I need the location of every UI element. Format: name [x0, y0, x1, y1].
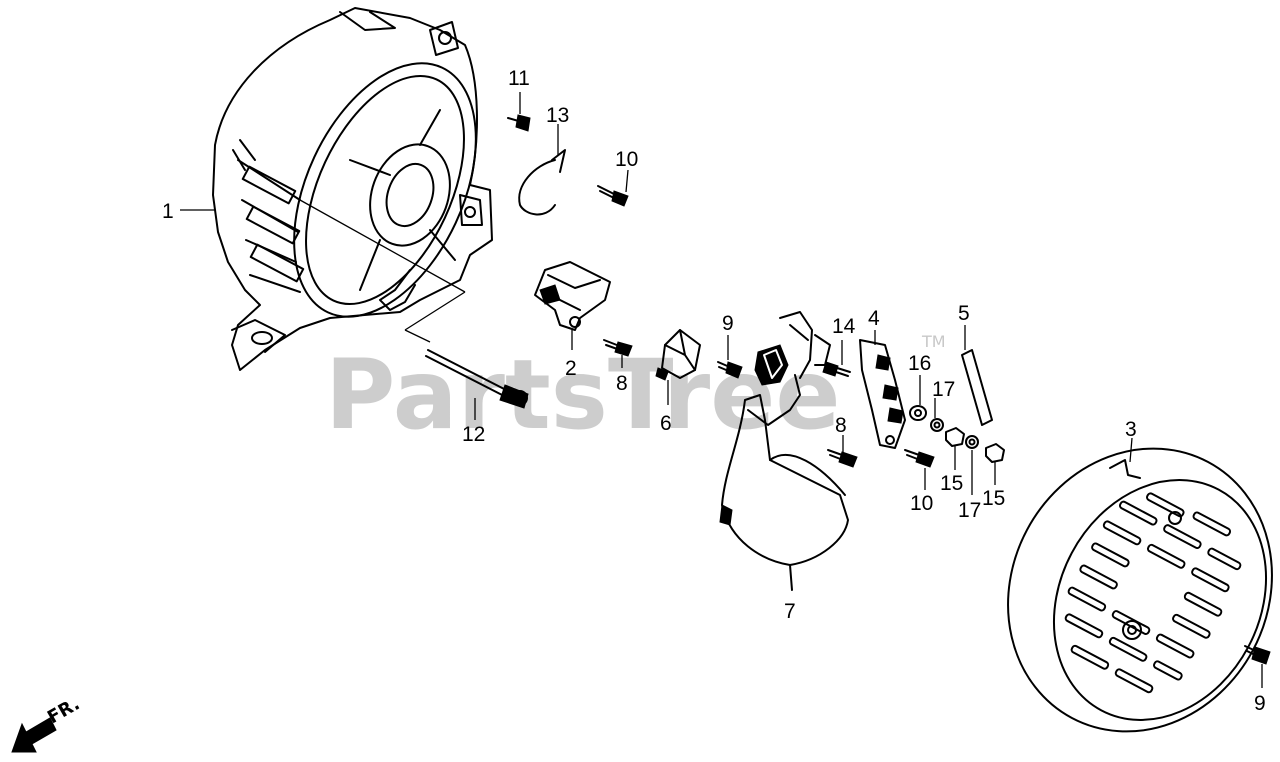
callout-labels: 1 11 13 10 2 8 6 9 12 14 4 5 16 17 8 15 … — [162, 67, 1266, 715]
watermark: PartsTree TM — [325, 332, 946, 451]
watermark-trademark: TM — [921, 332, 946, 351]
part-8-screw-left[interactable] — [603, 339, 633, 357]
part-10-screw-top[interactable] — [597, 185, 629, 207]
callout-17-a: 17 — [932, 378, 955, 401]
part-8-screw-right[interactable] — [827, 449, 858, 468]
part-1-housing[interactable] — [212, 7, 513, 371]
part-14-screw[interactable] — [822, 361, 851, 377]
part-6-module[interactable] — [655, 329, 701, 381]
part-13-clip[interactable] — [518, 149, 566, 216]
callout-6: 6 — [660, 412, 672, 435]
part-2-bracket[interactable] — [534, 261, 611, 331]
watermark-text: PartsTree — [325, 339, 840, 451]
callout-15-b: 15 — [982, 487, 1005, 510]
part-9-screw-bottom[interactable] — [1244, 645, 1271, 665]
leader-lines — [180, 92, 1263, 688]
callout-10-right: 10 — [910, 492, 933, 515]
callout-8-right: 8 — [835, 414, 847, 437]
callout-2: 2 — [565, 357, 577, 380]
callout-17-b: 17 — [958, 499, 981, 522]
part-15-nut-a[interactable] — [945, 427, 965, 447]
callout-16: 16 — [908, 352, 931, 375]
part-10-screw-right[interactable] — [904, 449, 935, 468]
part-9-screw-middle[interactable] — [717, 361, 743, 379]
callout-15-a: 15 — [940, 472, 963, 495]
part-17-washer-b[interactable] — [965, 435, 979, 449]
part-16-washer[interactable] — [909, 405, 927, 421]
part-7-harness-cover[interactable] — [719, 311, 849, 591]
arrow-down-left-icon — [11, 717, 57, 753]
callout-3: 3 — [1125, 418, 1137, 441]
callout-12: 12 — [462, 423, 485, 446]
callout-9-middle: 9 — [722, 312, 734, 335]
callout-7: 7 — [784, 600, 796, 623]
callout-9-bottom: 9 — [1254, 692, 1266, 715]
callout-1: 1 — [162, 200, 174, 223]
callout-10-top: 10 — [615, 148, 638, 171]
part-12-bolt[interactable] — [299, 199, 529, 409]
part-3-cover[interactable] — [959, 402, 1280, 762]
callout-13: 13 — [546, 104, 569, 127]
part-15-nut-b[interactable] — [985, 443, 1005, 463]
part-5-strip[interactable] — [961, 349, 993, 426]
callout-14: 14 — [832, 315, 856, 338]
callout-4: 4 — [868, 307, 880, 330]
direction-indicator: FR. — [11, 693, 83, 753]
callout-8-left: 8 — [616, 372, 628, 395]
part-11-screw[interactable] — [507, 114, 531, 132]
callout-5: 5 — [958, 302, 970, 325]
callout-11: 11 — [508, 67, 530, 90]
washers-and-nuts[interactable] — [909, 405, 1005, 463]
part-4-terminal-plate[interactable] — [859, 339, 906, 449]
part-17-washer-a[interactable] — [930, 418, 944, 432]
